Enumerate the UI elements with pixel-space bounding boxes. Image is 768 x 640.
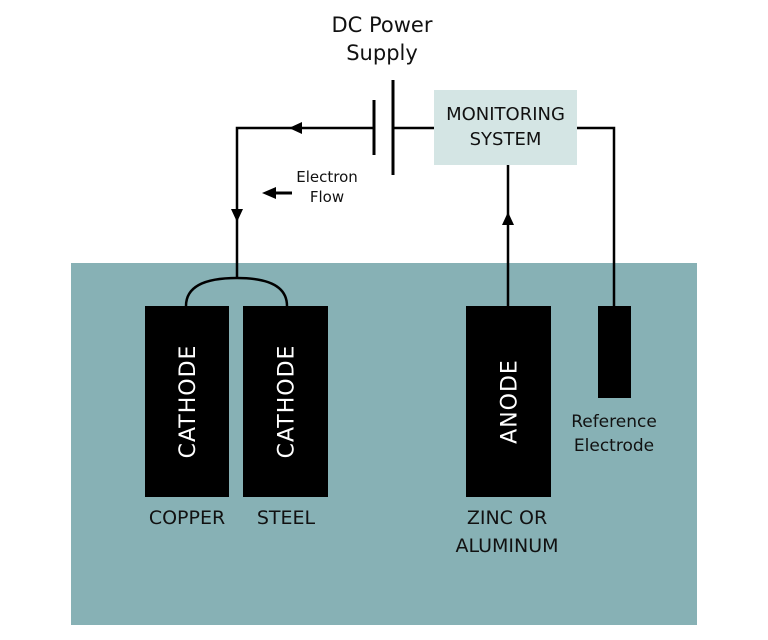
wire-cathode-bridge <box>184 276 289 307</box>
electron-flow-arrow-icon <box>262 187 276 199</box>
power-supply-title-line2: Supply <box>346 41 418 65</box>
arrow-up-icon <box>502 212 514 225</box>
arrow-left-icon <box>289 122 302 134</box>
power-supply-title-line1: DC Power <box>331 13 432 37</box>
cathode-steel: CATHODE STEEL <box>243 306 328 529</box>
monitoring-system-label-line1: MONITORING <box>446 104 565 125</box>
wire-supply-to-cathodes <box>235 126 374 278</box>
circuit-wires <box>184 126 616 307</box>
cathode-steel-electrode <box>243 306 328 497</box>
reference-electrode-body <box>598 306 631 398</box>
cathode-copper-electrode <box>145 306 229 497</box>
cathode-copper-label: COPPER <box>149 507 225 529</box>
monitoring-system-background <box>434 90 577 165</box>
anode-label-line1: ZINC OR <box>467 507 547 529</box>
electron-flow-label-line2: Flow <box>310 188 344 206</box>
cathode-steel-label: STEEL <box>257 507 316 529</box>
reference-electrode-label-line2: Electrode <box>574 436 654 456</box>
dc-power-supply-symbol <box>372 80 395 175</box>
monitoring-system-box: MONITORING SYSTEM <box>434 90 577 165</box>
arrow-down-icon <box>231 209 243 222</box>
reference-electrode: Reference Electrode <box>571 306 657 456</box>
wire-monitor-to-reference <box>577 126 616 306</box>
reference-electrode-label-line1: Reference <box>571 412 657 432</box>
cathode-steel-text: CATHODE <box>275 345 300 459</box>
anode-text: ANODE <box>498 359 523 444</box>
cathode-copper-text: CATHODE <box>176 345 201 459</box>
anode: ANODE ZINC OR ALUMINUM <box>455 306 559 557</box>
anode-label-line2: ALUMINUM <box>455 535 558 557</box>
anode-electrode <box>466 306 551 497</box>
electron-flow-label-line1: Electron <box>296 168 358 186</box>
electron-flow-indicator: Electron Flow <box>262 168 358 206</box>
monitoring-system-label-line2: SYSTEM <box>470 129 542 150</box>
cathode-copper: CATHODE COPPER <box>145 306 229 529</box>
